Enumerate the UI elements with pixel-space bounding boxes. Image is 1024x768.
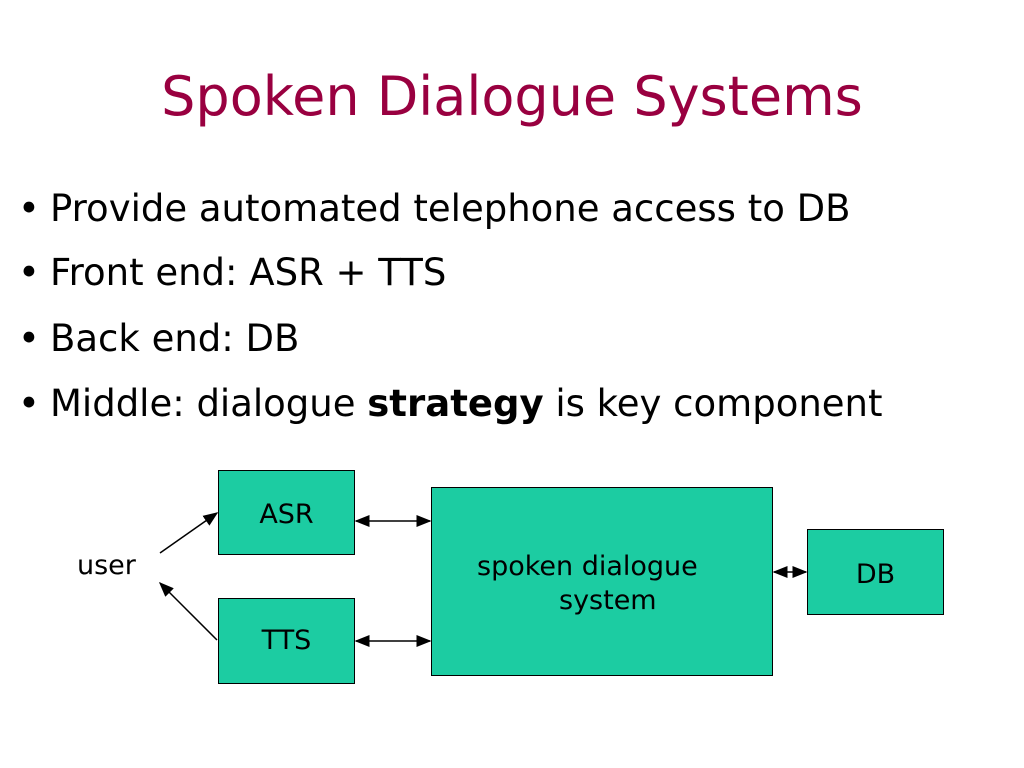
- bullet-item: •Front end: ASR + TTS: [18, 254, 446, 291]
- bullet-dot: •: [18, 251, 40, 294]
- asr-label: ASR: [259, 499, 314, 530]
- bullet-dot: •: [18, 187, 40, 230]
- tts-label: TTS: [261, 625, 312, 656]
- bullet-text-bold: strategy: [367, 382, 544, 425]
- sds-label-line2: system: [559, 584, 657, 616]
- db-box: DB: [807, 529, 944, 615]
- bullet-dot: •: [18, 382, 40, 425]
- db-label: DB: [855, 559, 896, 590]
- slide-title: Spoken Dialogue Systems: [161, 65, 863, 128]
- bullet-item: •Middle: dialogue strategy is key compon…: [18, 385, 883, 422]
- bullet-item: •Back end: DB: [18, 320, 299, 357]
- user-label: user: [77, 550, 136, 581]
- sds-label-line1: spoken dialogue: [477, 551, 698, 582]
- bullet-text: Front end: ASR + TTS: [50, 251, 447, 294]
- tts-box: TTS: [218, 598, 355, 684]
- user-to-asr-arrow: [159, 512, 219, 554]
- bullet-item: •Provide automated telephone access to D…: [18, 190, 850, 227]
- bullet-dot: •: [18, 317, 40, 360]
- asr-box: ASR: [218, 470, 355, 555]
- tts-to-user-arrow: [158, 581, 218, 641]
- bullet-text: Back end: DB: [50, 317, 300, 360]
- spoken-dialogue-system-box: spoken dialogue system: [431, 487, 773, 676]
- bullet-text-post: is key component: [543, 382, 883, 425]
- bullet-text: Provide automated telephone access to DB: [50, 187, 851, 230]
- bullet-text-pre: Middle: dialogue: [50, 382, 368, 425]
